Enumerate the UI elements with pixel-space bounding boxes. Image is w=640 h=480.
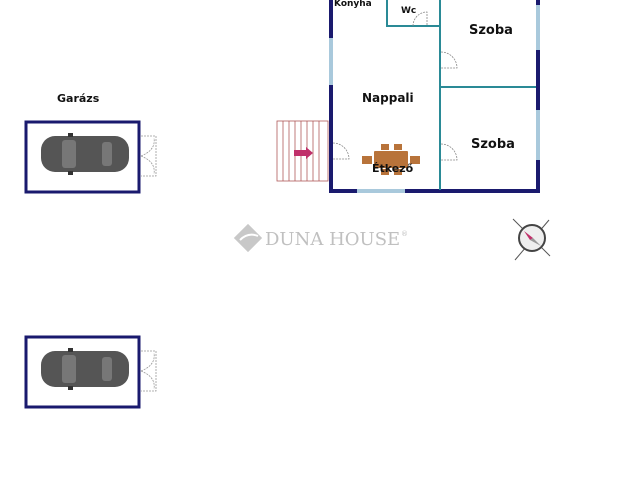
car-icon: [41, 133, 129, 175]
house: Konyha Wc Szoba Szoba Nappali Étkező: [329, 0, 540, 193]
duna-house-logo: DUNA HOUSE ®: [233, 223, 408, 253]
garage-2: [24, 335, 157, 409]
door: [412, 11, 428, 27]
compass-icon: [512, 218, 551, 261]
door: [332, 142, 350, 160]
wc-wall: [386, 0, 440, 27]
door: [440, 143, 458, 161]
room-label-etkezo: Étkező: [372, 162, 414, 175]
room-label-nappali: Nappali: [362, 91, 414, 105]
logo-registered-mark: ®: [401, 230, 408, 238]
car-icon: [41, 348, 129, 390]
entrance-arrow-icon: [294, 147, 313, 159]
room-label-szoba-2: Szoba: [471, 137, 515, 152]
room-label-konyha: Konyha: [334, 0, 372, 9]
dining-table-icon: [362, 144, 420, 175]
logo-text: DUNA HOUSE: [265, 229, 400, 250]
garage-label: Garázs: [57, 92, 100, 105]
door: [440, 51, 458, 69]
room-label-szoba-1: Szoba: [469, 23, 513, 38]
room-label-wc: Wc: [401, 6, 416, 16]
garage-1: [24, 120, 157, 194]
